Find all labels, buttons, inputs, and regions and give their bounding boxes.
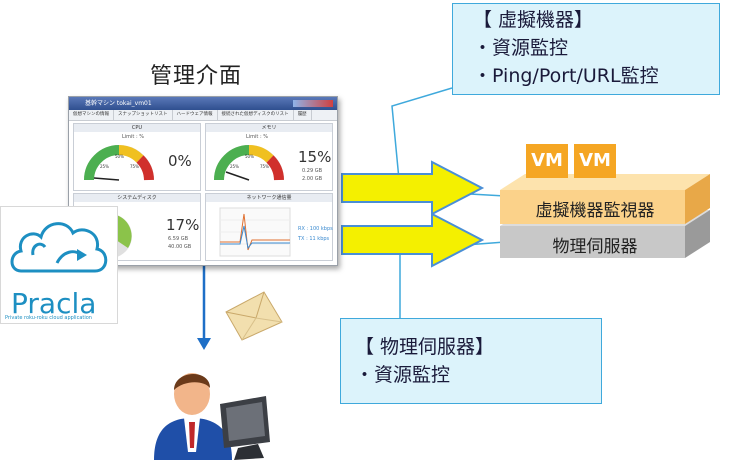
callout-physical-heading: 【 物理伺服器】 xyxy=(355,336,495,358)
callout-physical-server: 【 物理伺服器】 ・資源監控 xyxy=(340,318,602,404)
network-graph xyxy=(219,207,291,257)
memory-panel: メモリ Limit : % 25% 50% 75% 15% 0.29 GB 2.… xyxy=(205,123,333,191)
physical-side xyxy=(685,210,710,258)
pracla-wordmark: Pracla xyxy=(11,287,97,320)
cpu-gauge: 25% 50% 75% xyxy=(84,145,154,181)
vm-box-1: VM xyxy=(526,144,568,178)
network-panel: ネットワーク通信量 RX : 100 kbps TX : 11 kbps xyxy=(205,193,333,261)
cpu-panel: CPU Limit : % 25% 50% 75% 0% xyxy=(73,123,201,191)
dashboard-window-title: 基幹マシン tokai_vm01 xyxy=(85,100,152,107)
dash-tab-1: 仮想マシンの情報 xyxy=(69,110,114,120)
memory-value: 15% xyxy=(298,148,332,166)
server-stack: VM VM 虛擬機器監視器 物理伺服器 xyxy=(490,130,720,270)
disk-used: 6.59 GB xyxy=(168,236,189,242)
pracla-logo: Pracla Private roku-roku cloud applicati… xyxy=(0,206,118,324)
yellow-arrow-upper xyxy=(341,160,485,216)
cpu-value: 0% xyxy=(168,152,192,170)
callout-virtual-heading: 【 虛擬機器】 xyxy=(473,9,594,31)
network-tx: TX : 11 kbps xyxy=(298,236,330,242)
network-title: ネットワーク通信量 xyxy=(206,194,332,202)
disk-total: 40.00 GB xyxy=(168,244,192,250)
callout-virtual-item-1: ・資源監控 xyxy=(473,37,569,59)
cpu-title: CPU xyxy=(74,124,200,132)
memory-gauge: 25% 50% 75% xyxy=(214,145,284,181)
memory-used: 0.29 GB xyxy=(302,168,323,174)
server-stack-shapes xyxy=(500,174,710,258)
window-controls xyxy=(293,100,333,107)
disk-title: システムディスク xyxy=(74,194,200,202)
monitor-side xyxy=(685,174,710,224)
physical-label: 物理伺服器 xyxy=(552,237,638,257)
dashboard-tabs: 仮想マシンの情報スナップショットリストハードウェア情報接続された仮想ディスクのリ… xyxy=(69,110,337,121)
network-rx: RX : 100 kbps xyxy=(298,226,333,232)
dashboard-screenshot: 基幹マシン tokai_vm01 仮想マシンの情報スナップショットリストハードウ… xyxy=(68,96,338,266)
cloud-icon xyxy=(10,222,108,273)
cpu-unit: Limit : % xyxy=(122,134,145,140)
diagram-title: 管理介面 xyxy=(150,64,243,89)
dash-tab-4: 接続された仮想ディスクのリスト xyxy=(218,110,294,120)
memory-title: メモリ xyxy=(206,124,332,132)
callout-virtual-item-2: ・Ping/Port/URL監控 xyxy=(473,65,659,87)
callout-physical-item-1: ・資源監控 xyxy=(355,364,451,386)
memory-unit: Limit : % xyxy=(246,134,269,140)
monitor-front xyxy=(500,190,685,224)
dash-tab-5: 履歴 xyxy=(294,110,312,120)
callout-virtual-machine: 【 虛擬機器】 ・資源監控 ・Ping/Port/URL監控 xyxy=(452,3,720,95)
arrow-to-user-head xyxy=(197,338,211,350)
pracla-tagline: Private roku-roku cloud application xyxy=(5,315,92,321)
dashboard-titlebar: 基幹マシン tokai_vm01 xyxy=(69,97,337,110)
memory-tick-25: 25% xyxy=(230,164,239,169)
dash-tab-3: ハードウェア情報 xyxy=(173,110,218,120)
cpu-tick-75: 75% xyxy=(130,164,139,169)
physical-front xyxy=(500,226,685,258)
memory-tick-75: 75% xyxy=(260,164,269,169)
cpu-tick-50: 50% xyxy=(115,154,124,159)
dash-tab-2: スナップショットリスト xyxy=(114,110,173,120)
user-computer-icon xyxy=(154,373,270,460)
memory-total: 2.00 GB xyxy=(302,176,323,182)
vm-box-2: VM xyxy=(574,144,616,178)
yellow-arrow-lower xyxy=(341,212,485,268)
disk-value: 17% xyxy=(166,216,200,234)
monitor-top xyxy=(500,174,710,190)
envelope-icon xyxy=(225,291,283,341)
cpu-tick-25: 25% xyxy=(100,164,109,169)
memory-tick-50: 50% xyxy=(245,154,254,159)
monitor-label: 虛擬機器監視器 xyxy=(535,201,655,221)
